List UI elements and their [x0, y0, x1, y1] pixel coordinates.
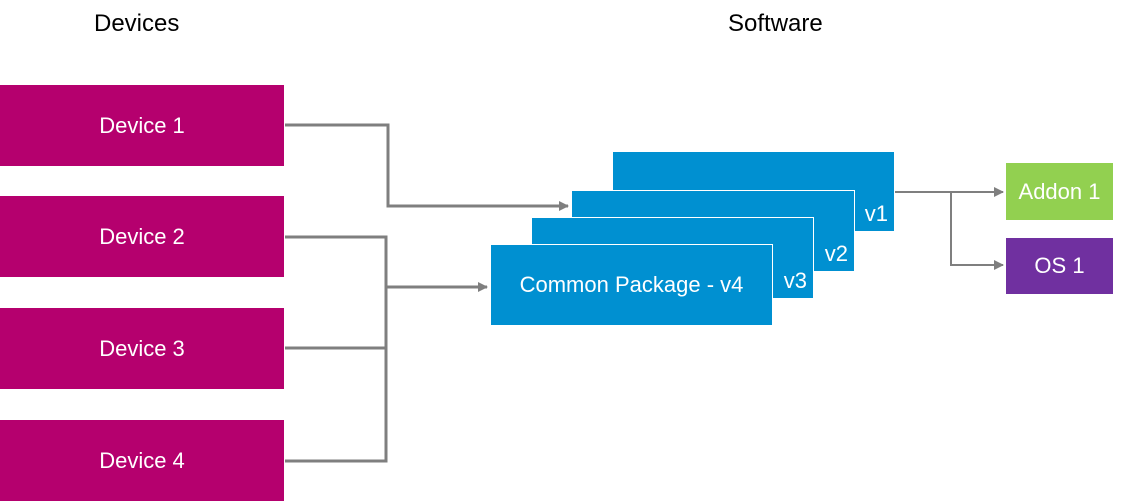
package-v4-box: Common Package - v4 [490, 244, 773, 326]
package-v1-label: v1 [864, 201, 888, 226]
device-3-label: Device 3 [99, 335, 185, 361]
os-box: OS 1 [1006, 238, 1113, 294]
addon-label: Addon 1 [1018, 178, 1101, 204]
package-v3-label: v3 [783, 268, 807, 293]
software-heading: Software [728, 10, 823, 37]
addon-box: Addon 1 [1006, 163, 1113, 220]
device-1-connector [285, 123, 569, 211]
device-1-box: Device 1 [0, 85, 284, 166]
os-label: OS 1 [1034, 253, 1085, 278]
device-4-label: Device 4 [99, 447, 185, 473]
v1-os-connector [950, 192, 1004, 270]
package-v4-label: Common Package - v4 [519, 272, 744, 297]
package-v2-label: v2 [824, 241, 848, 266]
device-2-label: Device 2 [99, 223, 185, 249]
device-2-box: Device 2 [0, 196, 284, 277]
device-1-label: Device 1 [99, 112, 185, 138]
device-4-box: Device 4 [0, 420, 284, 501]
devices-heading: Devices [94, 10, 180, 37]
device-3-box: Device 3 [0, 308, 284, 389]
